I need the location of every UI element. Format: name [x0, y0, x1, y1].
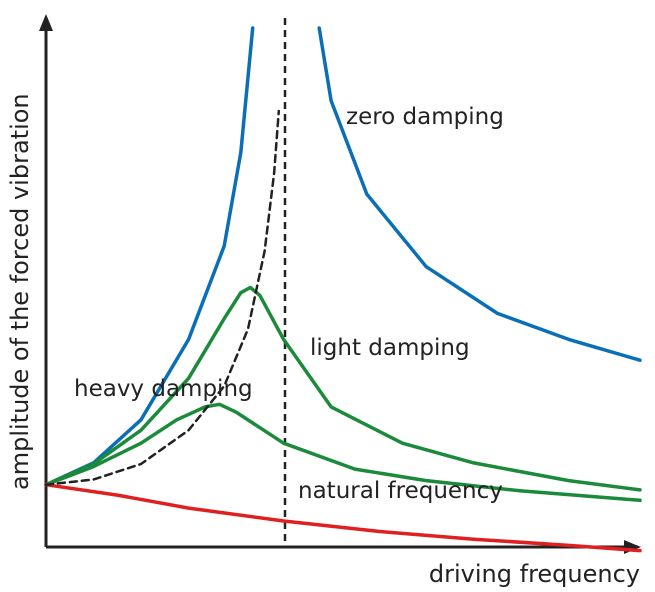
zero-damping-label: zero damping	[346, 104, 504, 130]
heavy-damping-label: heavy damping	[74, 376, 253, 402]
x-axis	[46, 540, 641, 554]
light-damping-label: light damping	[310, 335, 470, 361]
curve-heavy-damping-3	[44, 482, 642, 553]
y-axis-arrow-icon	[39, 14, 53, 31]
curves	[44, 26, 642, 553]
y-axis-label: amplitude of the forced vibration	[6, 93, 34, 490]
curve-natural-frequency-4	[44, 109, 281, 486]
y-axis	[39, 14, 53, 547]
x-axis-label: driving frequency	[429, 560, 640, 588]
curve-zero-damping-0	[44, 26, 642, 487]
curve-light-damping-2	[44, 402, 642, 503]
natural-frequency-label: natural frequency	[298, 478, 503, 504]
